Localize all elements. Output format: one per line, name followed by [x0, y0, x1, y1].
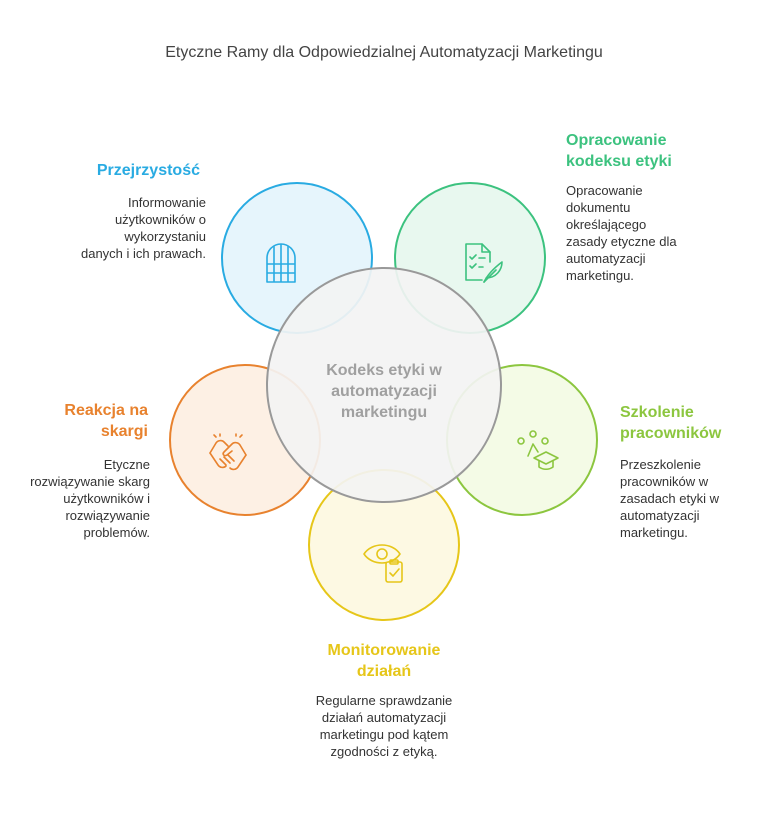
center-label: Kodeks etyki w automatyzacji marketingu	[326, 362, 442, 421]
document-feather-icon	[465, 243, 503, 283]
monitoring-heading: Monitorowanie działań	[327, 642, 441, 680]
transparency-description: Informowanie użytkowników o wykorzystani…	[80, 195, 206, 261]
monitoring-description: Regularne sprawdzanie działań automatyza…	[315, 693, 453, 759]
code-development-description: Opracowanie dokumentu określającego zasa…	[566, 183, 677, 283]
complaints-description: Etyczne rozwiązywanie skarg użytkowników…	[30, 457, 150, 540]
eye-clipboard-icon	[363, 544, 403, 583]
handshake-icon	[209, 433, 247, 471]
circle-center	[266, 267, 502, 503]
diagram-title: Etyczne Ramy dla Odpowiedzialnej Automat…	[165, 44, 603, 61]
window-icon	[266, 243, 296, 283]
code-development-heading: Opracowanie kodeksu etyki	[566, 132, 672, 170]
transparency-heading: Przejrzystość	[96, 162, 200, 179]
training-heading: Szkolenie pracowników	[620, 404, 722, 442]
graduation-cap-icon	[517, 430, 559, 471]
training-description: Przeszkolenie pracowników w zasadach ety…	[620, 457, 719, 540]
complaints-heading: Reakcja na skargi	[64, 402, 148, 440]
